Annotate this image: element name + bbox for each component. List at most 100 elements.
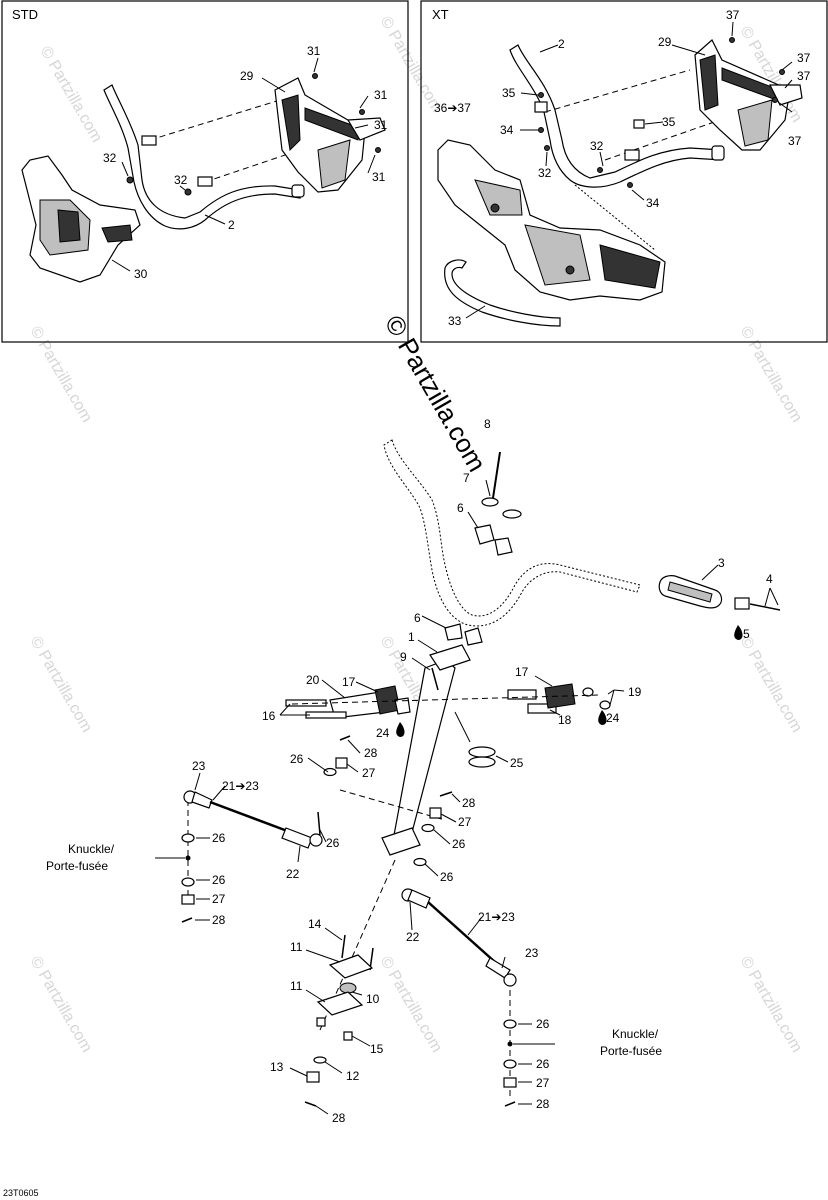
leader-line	[319, 829, 327, 843]
leader-line	[417, 639, 438, 653]
leader-line	[520, 92, 539, 96]
label-22: 22	[406, 930, 420, 944]
ball-joint-22	[309, 833, 323, 847]
leader-line	[347, 739, 361, 754]
leader-line	[305, 949, 341, 963]
label-2: 2	[558, 37, 565, 51]
leader-line	[279, 703, 291, 716]
column-top-plate	[429, 644, 471, 671]
xt-bolt	[538, 92, 544, 98]
label-37: 37	[726, 8, 740, 22]
xt-handguard-shade	[599, 244, 661, 289]
label-37: 37	[788, 134, 802, 148]
knuckle-point	[185, 855, 191, 861]
nut-27	[181, 894, 195, 905]
std-screw-31	[375, 147, 381, 153]
leader-line	[777, 101, 793, 113]
label-29: 29	[240, 69, 254, 83]
std-handguard-shade	[57, 209, 81, 243]
washer-26	[503, 1019, 517, 1029]
xt-handguard-hole	[490, 203, 500, 213]
nut-15	[316, 1017, 326, 1027]
spacer	[394, 697, 411, 715]
label-30: 30	[134, 267, 148, 281]
bushing-25	[468, 756, 496, 768]
label-26: 26	[212, 873, 226, 887]
leader-line	[359, 95, 369, 109]
label-23: 23	[192, 759, 206, 773]
label-5: 5	[743, 627, 750, 641]
leader-line	[465, 305, 486, 319]
xt-bolt	[597, 167, 603, 173]
label-17: 17	[342, 675, 356, 689]
cotter-pin-28	[339, 735, 351, 741]
nut-13	[306, 1071, 320, 1083]
leader-line	[261, 77, 286, 93]
leader-line	[467, 511, 479, 529]
std-leader-dash	[204, 149, 301, 183]
tie-rod-end-22	[407, 889, 431, 909]
label-1: 1	[408, 630, 415, 644]
xt-bolt	[538, 127, 544, 133]
leader-line	[769, 587, 779, 606]
xt-tube-33	[444, 259, 561, 327]
leader-line	[781, 61, 793, 71]
std-bracket-31	[346, 117, 386, 141]
label-26: 26	[452, 837, 466, 851]
label-36-37: 36➔37	[434, 101, 471, 115]
label-32: 32	[538, 166, 552, 180]
label-28: 28	[364, 746, 378, 760]
label-4: 4	[766, 572, 773, 586]
spacer-18	[527, 703, 557, 714]
tie-rod-21	[209, 800, 291, 834]
leader-line	[671, 44, 706, 56]
label-27: 27	[212, 892, 226, 906]
xt-panel-title: XT	[432, 7, 449, 22]
watermark-repeat: © Partzilla.com	[27, 324, 96, 426]
label-13: 13	[270, 1060, 284, 1074]
std-handguard-shade	[304, 107, 361, 141]
leader-line	[485, 479, 491, 497]
leader-line	[346, 763, 359, 773]
label-29: 29	[658, 35, 672, 49]
leader-line	[289, 1067, 308, 1077]
label-27: 27	[458, 815, 472, 829]
knuckle-point	[507, 1041, 513, 1047]
drawing-code: 23T0605	[3, 1188, 39, 1198]
drop-5-icon	[734, 625, 743, 640]
stud	[317, 811, 321, 836]
leader-line	[609, 689, 615, 706]
leader-line	[607, 689, 615, 695]
xt-panel-frame	[420, 0, 828, 343]
leader-line	[501, 956, 506, 969]
label-34: 34	[500, 123, 514, 137]
label-24: 24	[376, 726, 390, 740]
leader-line	[351, 991, 363, 996]
leader-line	[351, 1035, 371, 1047]
label-16: 16	[262, 709, 276, 723]
watermark-repeat: © Partzilla.com	[737, 634, 806, 736]
label-32: 32	[103, 151, 117, 165]
main-handlebar-3	[383, 439, 641, 627]
washer-26	[181, 877, 195, 887]
xt-screw-37	[729, 37, 735, 43]
tie-rod-21	[427, 901, 496, 963]
label-19: 19	[628, 685, 642, 699]
leader-line	[613, 689, 625, 692]
leader-line	[212, 785, 226, 801]
label-35: 35	[502, 86, 516, 100]
xt-clamp	[624, 149, 640, 161]
xt-clamp	[534, 101, 548, 113]
label-3: 3	[718, 556, 725, 570]
knuckle-label-left-line1: Knuckle/	[68, 842, 115, 856]
std-bolt-32	[184, 188, 192, 196]
leader-line	[451, 793, 461, 803]
clamp-6	[464, 627, 483, 646]
std-screw-31	[359, 109, 365, 115]
label-32: 32	[590, 139, 604, 153]
leader-line	[313, 57, 319, 73]
drop-24-icon	[396, 722, 405, 737]
main-assembly: 8 7 6 3 4 5 6 1 9 20 17 17 19 16 24 18 2…	[46, 417, 781, 1125]
label-28: 28	[332, 1111, 346, 1125]
std-bar-end	[291, 184, 305, 198]
